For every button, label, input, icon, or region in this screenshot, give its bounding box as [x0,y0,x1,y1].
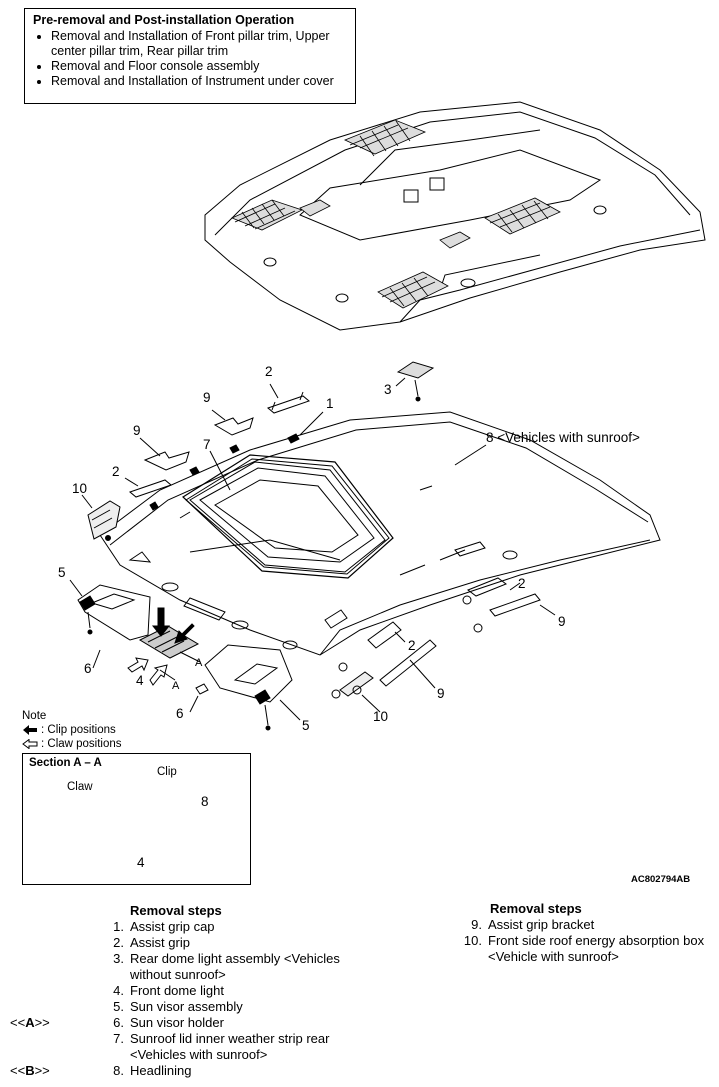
callout-7: 7 [203,437,211,452]
section-callout-4: 4 [137,855,145,870]
step-row: 9.Assist grip bracket [471,917,595,932]
callout-5: 5 [58,565,66,580]
callout-1: 1 [326,396,334,411]
callout-3: 3 [384,382,392,397]
removal-steps-header-left: Removal steps [130,903,222,918]
step-row: 2.Assist grip [113,935,190,950]
removal-steps-left: 1.Assist grip cap 2.Assist grip 3.Rear d… [102,919,360,1079]
step-row: 3.Rear dome light assembly <Vehicles wit… [113,951,340,982]
ref-b: <<B>> [10,1063,50,1078]
section-clip-label: Clip [157,766,177,778]
callout-9: 9 [133,423,141,438]
callout-6: 6 [176,706,184,721]
step-row: 7.Sunroof lid inner weather strip rear <… [113,1031,330,1062]
figure-code: AC802794AB [631,874,691,885]
headlining-upper-outline [204,101,706,331]
pre-removal-item: Removal and Installation of Instrument u… [51,74,347,89]
section-mark-a: A [195,657,203,669]
pre-removal-list: Removal and Installation of Front pillar… [33,29,347,89]
section-callout-8: 8 [201,794,209,809]
step-row: 8.Headlining [113,1063,192,1078]
note-clip-text: : Clip positions [41,724,116,736]
absorber-blocks [230,119,561,309]
section-a-a-box: Section A – A Claw Clip 8 4 [22,753,251,885]
callout-10: 10 [72,481,88,496]
callout-4: 4 [136,673,144,688]
pre-removal-item: Removal and Installation of Front pillar… [51,29,347,59]
callout-6: 6 [84,661,92,676]
callout-8: 8 <Vehicles with sunroof> [486,430,640,445]
callout-9: 9 [203,390,211,405]
note-clip-row: : Clip positions [22,723,122,737]
step-row: 4.Front dome light [113,983,224,998]
callout-10: 10 [373,709,389,724]
headlining-lower-outline [99,411,661,656]
callout-5: 5 [302,718,310,733]
pre-removal-title: Pre-removal and Post-installation Operat… [33,13,295,27]
removal-steps-right: 9.Assist grip bracket 10.Front side roof… [460,917,718,965]
note-claw-row: : Claw positions [22,737,122,751]
callout-2: 2 [112,464,120,479]
pre-removal-item: Removal and Floor console assembly [51,59,347,74]
callout-2: 2 [518,576,526,591]
callout-9: 9 [558,614,566,629]
note-title: Note [22,710,47,722]
callout-9: 9 [437,686,445,701]
callout-2: 2 [265,364,273,379]
step-row: 1.Assist grip cap [113,919,215,934]
pre-removal-box: Pre-removal and Post-installation Operat… [24,8,356,104]
claw-arrow-icon [22,739,38,749]
step-row: 5.Sun visor assembly [113,999,243,1014]
section-mark-a: A [172,680,180,692]
note-claw-text: : Claw positions [41,738,122,750]
step-row: 6.Sun visor holder [113,1015,224,1030]
removal-steps-header-right: Removal steps [490,901,582,916]
section-claw-label: Claw [67,781,93,793]
step-row: 10.Front side roof energy absorption box… [463,933,705,964]
callout-2: 2 [408,638,416,653]
note-legend: Note : Clip positions : Claw positions [22,709,122,751]
ref-a: <<A>> [10,1015,50,1030]
section-title: Section A – A [29,757,102,769]
clip-arrow-icon [23,725,37,735]
